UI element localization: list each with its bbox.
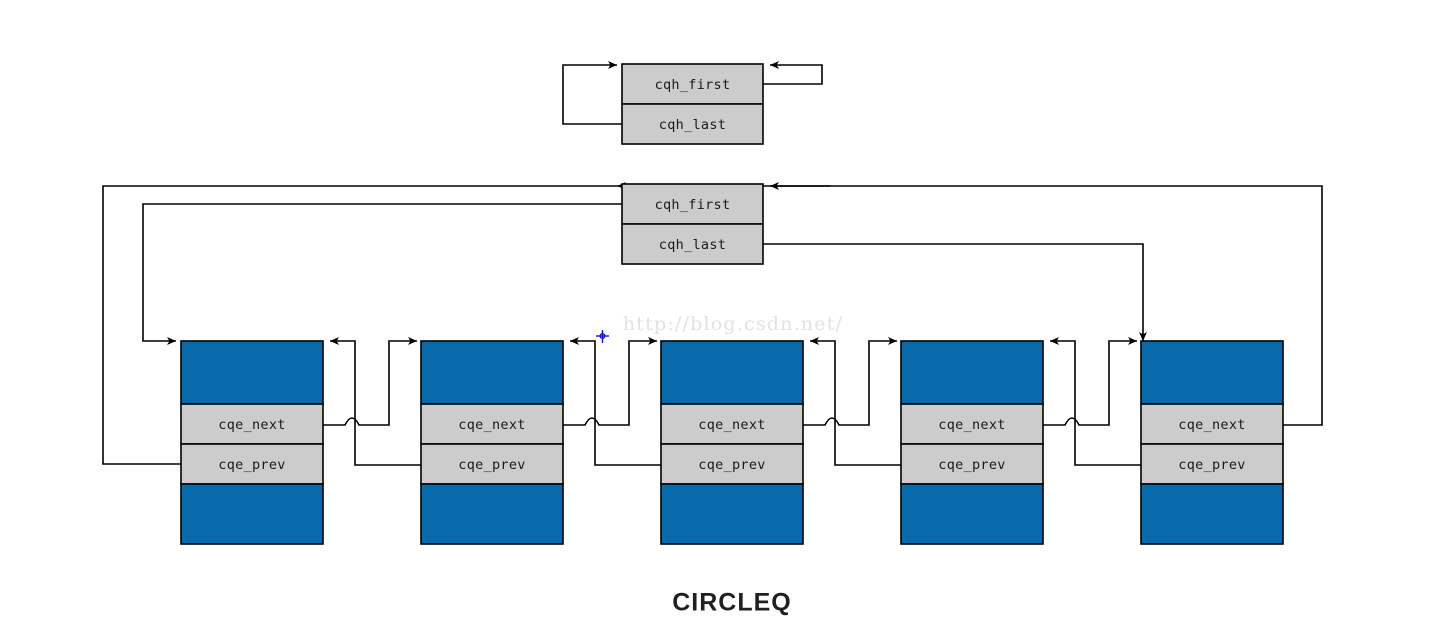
element-4-body-top: [900, 340, 1044, 405]
element-2-field-cqe-next-label: cqe_next: [458, 417, 525, 433]
empty-head-field-cqh-first-cell[interactable]: [621, 63, 764, 105]
element-5-field-cqe-next-label: cqe_next: [1178, 417, 1245, 433]
empty-head-field-cqh-last-cell[interactable]: [621, 103, 764, 145]
link-group-elem2-elem3: [563, 337, 663, 466]
head-field-cqh-last-label: cqh_last: [659, 237, 726, 253]
list-element-3[interactable]: cqe_next cqe_prev: [660, 340, 804, 545]
link-elem2-prev-to-elem1: [330, 337, 423, 466]
list-element-1[interactable]: cqe_next cqe_prev: [180, 340, 324, 545]
element-1-field-cqe-next-cell[interactable]: [180, 403, 324, 445]
element-4-field-cqe-next-label: cqe_next: [938, 417, 1005, 433]
element-1-body-top: [180, 340, 324, 405]
element-5-field-cqe-next-cell[interactable]: [1140, 403, 1284, 445]
link-group-elem4-elem5: [1043, 337, 1143, 466]
element-2-body-bottom: [420, 483, 564, 545]
element-2-field-cqe-prev-label: cqe_prev: [458, 457, 525, 473]
empty-head-field-cqh-first-label: cqh_first: [655, 77, 731, 93]
link-elem1-prev-to-head: [102, 185, 617, 465]
link-elem3-next-to-elem4: [803, 337, 897, 426]
populated-circleq-head[interactable]: cqh_first cqh_last: [621, 183, 764, 265]
link-group-elem3-elem4: [803, 337, 903, 466]
element-2-body-top: [420, 340, 564, 405]
link-elem3-prev-to-elem2: [570, 337, 663, 466]
link-empty-cqhfirst-to-self: [763, 61, 823, 85]
element-1-field-cqe-prev-label: cqe_prev: [218, 457, 285, 473]
element-1-field-cqe-next-label: cqe_next: [218, 417, 285, 433]
element-3-field-cqe-prev-label: cqe_prev: [698, 457, 765, 473]
element-4-body-bottom: [900, 483, 1044, 545]
link-elem5-next-to-head: [617, 182, 1323, 426]
element-4-field-cqe-next-cell[interactable]: [900, 403, 1044, 445]
link-elem1-next-to-elem2: [323, 337, 417, 426]
element-2-field-cqe-prev-cell[interactable]: [420, 443, 564, 485]
element-3-body-bottom: [660, 483, 804, 545]
element-1-field-cqe-prev-cell[interactable]: [180, 443, 324, 485]
crosshair-marker-icon: [596, 330, 609, 343]
link-elem4-prev-to-elem3: [810, 337, 903, 466]
link-elem5-prev-to-elem4: [1050, 337, 1143, 466]
empty-head-links: [562, 61, 823, 125]
list-element-2[interactable]: cqe_next cqe_prev: [420, 340, 564, 545]
element-4-field-cqe-prev-cell[interactable]: [900, 443, 1044, 485]
link-head-cqhfirst-to-elem1: [142, 203, 622, 345]
link-elem4-next-to-elem5: [1043, 337, 1137, 426]
link-elem2-next-to-elem3: [563, 337, 657, 426]
link-head-cqhlast-to-elem5: [763, 243, 1147, 341]
element-3-body-top: [660, 340, 804, 405]
element-2-field-cqe-next-cell[interactable]: [420, 403, 564, 445]
head-field-cqh-first-label: cqh_first: [655, 197, 731, 213]
link-group-elem1-elem2: [323, 337, 423, 466]
link-empty-cqhlast-to-self: [562, 61, 622, 125]
element-5-body-bottom: [1140, 483, 1284, 545]
element-5-field-cqe-prev-cell[interactable]: [1140, 443, 1284, 485]
element-3-field-cqe-next-label: cqe_next: [698, 417, 765, 433]
watermark-text: http://blog.csdn.net/: [623, 313, 843, 335]
element-3-field-cqe-prev-cell[interactable]: [660, 443, 804, 485]
list-element-4[interactable]: cqe_next cqe_prev: [900, 340, 1044, 545]
element-5-body-top: [1140, 340, 1284, 405]
empty-circleq-head[interactable]: cqh_first cqh_last: [621, 63, 764, 145]
list-element-5[interactable]: cqe_next cqe_prev: [1140, 340, 1284, 545]
diagram-title: CIRCLEQ: [672, 589, 792, 617]
element-1-body-bottom: [180, 483, 324, 545]
element-4-field-cqe-prev-label: cqe_prev: [938, 457, 1005, 473]
element-5-field-cqe-prev-label: cqe_prev: [1178, 457, 1245, 473]
element-3-field-cqe-next-cell[interactable]: [660, 403, 804, 445]
empty-head-field-cqh-last-label: cqh_last: [659, 117, 726, 133]
head-field-cqh-last-cell[interactable]: [621, 223, 764, 265]
